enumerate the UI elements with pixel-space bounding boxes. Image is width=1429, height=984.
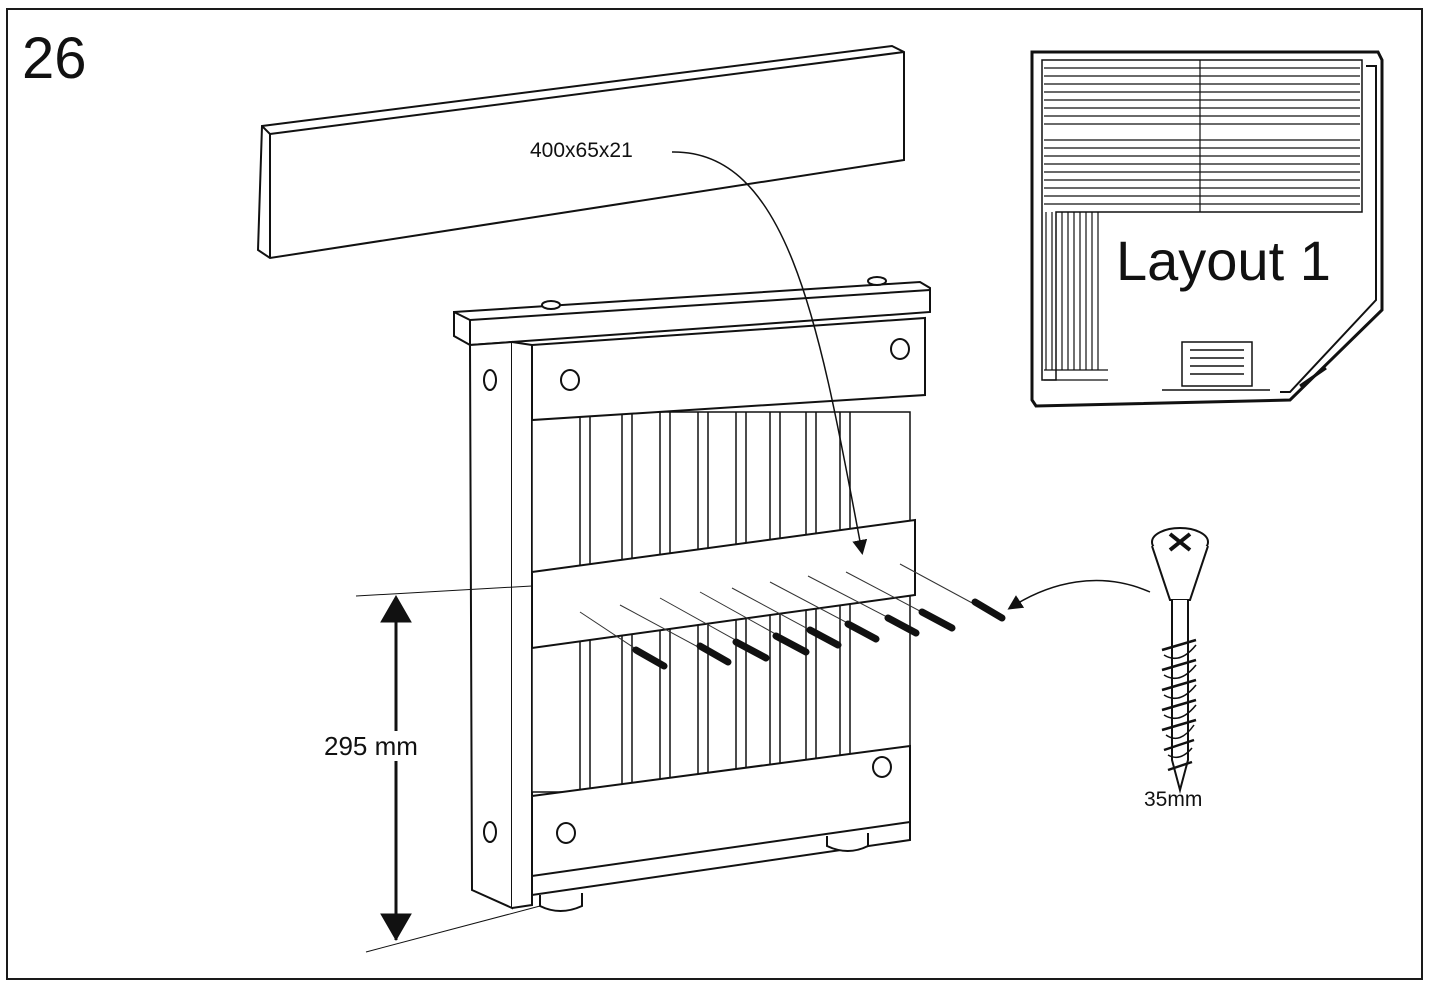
plank-pointer-arrow	[671, 151, 868, 555]
height-dimension	[355, 585, 541, 953]
layout-bench-upper	[1044, 60, 1360, 212]
screw-length-label: 35mm	[1144, 788, 1203, 811]
panel-middle-rail	[531, 518, 916, 650]
panel-feet	[539, 833, 869, 912]
screw-pointer-arrow	[1007, 579, 1151, 610]
screw-detail	[1151, 527, 1209, 794]
screw-row	[632, 598, 1006, 670]
panel-lower-rail	[531, 744, 911, 897]
step-number: 26	[22, 26, 87, 91]
layout-title: Layout 1	[1116, 229, 1331, 292]
panel-left-post	[468, 340, 533, 910]
layout-inset	[1030, 50, 1384, 408]
layout-bench-left	[1044, 212, 1108, 381]
panel-upper-rail	[531, 316, 926, 422]
height-measurement-label: 295 mm	[324, 731, 418, 761]
loose-plank	[256, 44, 905, 260]
layout-heater	[1162, 341, 1270, 391]
plank-dimensions-label: 400x65x21	[530, 139, 633, 162]
panel-top-cap	[453, 276, 931, 347]
